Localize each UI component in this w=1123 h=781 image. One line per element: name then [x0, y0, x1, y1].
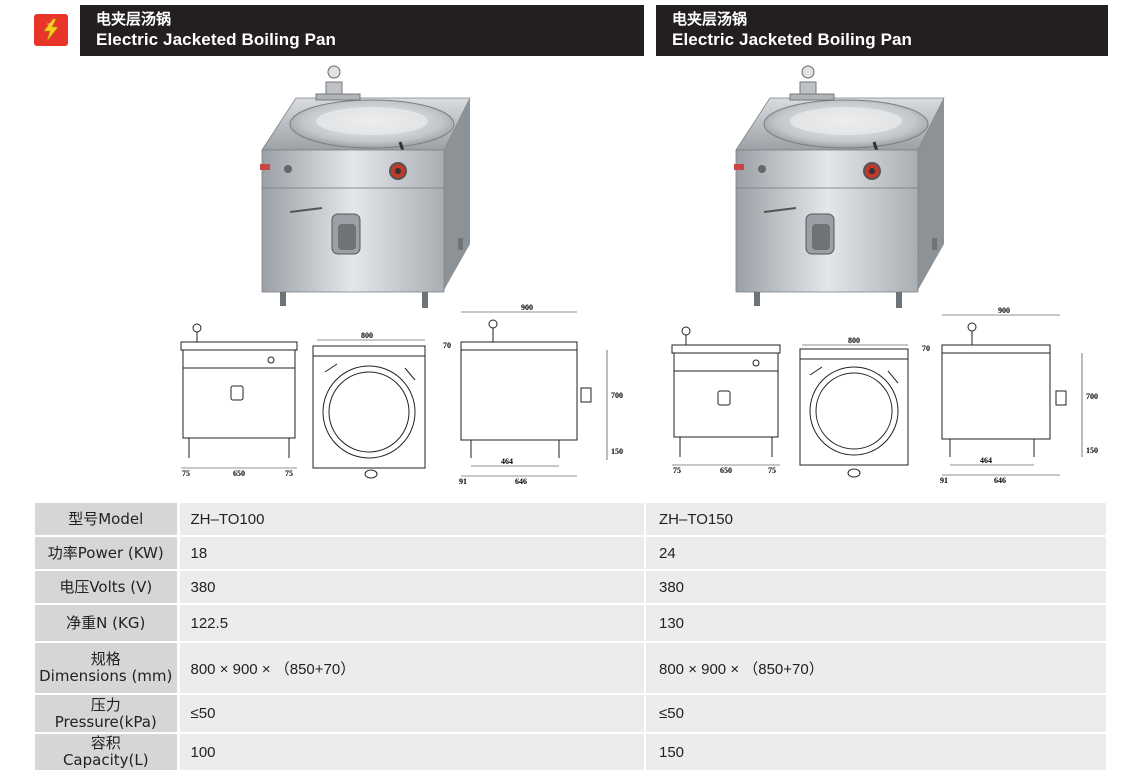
- dim-front-mid: 650: [720, 466, 732, 475]
- top-view: [312, 339, 426, 479]
- product-title-zh: 电夹层汤锅: [672, 10, 748, 28]
- brand-logo: [34, 14, 68, 46]
- dim-side-width: 900: [521, 303, 533, 312]
- product-title-en: Electric Jacketed Boiling Pan: [96, 30, 337, 49]
- dim-side-offset: 91: [940, 476, 948, 485]
- spec-value-pressure-1: ≤50: [178, 694, 646, 734]
- spec-label: 型号Model: [35, 503, 180, 537]
- spec-value-model-2: ZH–TO150: [645, 503, 1108, 537]
- spec-value-volts-2: 380: [645, 570, 1108, 605]
- spec-value-pressure-2: ≤50: [645, 694, 1108, 734]
- dim-side-inner: 464: [501, 457, 513, 466]
- product-image-right: [734, 65, 945, 308]
- spec-row-pressure: 压力 Pressure(kPa) ≤50 ≤50: [35, 694, 1108, 734]
- dim-front-right: 75: [768, 466, 776, 475]
- product-image-left: [260, 65, 471, 308]
- dim-side-height: 700: [611, 391, 623, 400]
- spec-value-volts-1: 380: [178, 570, 646, 605]
- side-view: [941, 314, 1083, 476]
- spec-value-weight-2: 130: [645, 604, 1108, 643]
- dim-top-width: 800: [361, 331, 373, 340]
- dim-side-leg: 150: [1086, 446, 1098, 455]
- spec-value-dimensions-1: 800 × 900 × （850+70）: [178, 642, 646, 695]
- front-view: [180, 323, 298, 469]
- product-title-bar-right: 电夹层汤锅 Electric Jacketed Boiling Pan: [656, 5, 1108, 56]
- dim-side-width: 900: [998, 306, 1010, 315]
- spec-label-zh: 压力: [90, 695, 121, 714]
- dim-side-height: 700: [1086, 392, 1098, 401]
- dim-front-left: 75: [182, 469, 190, 478]
- spec-label: 规格 Dimensions (mm): [35, 642, 180, 695]
- spec-table: 型号Model ZH–TO100 ZH–TO150 功率Power (KW) 1…: [35, 503, 1108, 772]
- dim-front-left: 75: [673, 466, 681, 475]
- spec-row-dimensions: 规格 Dimensions (mm) 800 × 900 × （850+70） …: [35, 642, 1108, 695]
- spec-row-power: 功率Power (KW) 18 24: [35, 536, 1108, 571]
- dim-front-right: 75: [285, 469, 293, 478]
- spec-label-en: Capacity(L): [62, 751, 149, 769]
- spec-row-volts: 电压Volts (V) 380 380: [35, 570, 1108, 605]
- dim-side-lid: 70: [922, 344, 930, 353]
- spec-value-capacity-2: 150: [645, 733, 1108, 772]
- spec-label: 压力 Pressure(kPa): [35, 694, 180, 734]
- product-title-en: Electric Jacketed Boiling Pan: [672, 30, 913, 49]
- spec-value-capacity-1: 100: [178, 733, 646, 772]
- dim-front-mid: 650: [233, 469, 245, 478]
- spec-value-power-1: 18: [178, 536, 646, 571]
- dim-side-offset: 91: [459, 477, 467, 486]
- dim-side-inner: 464: [980, 456, 992, 465]
- spec-label: 功率Power (KW): [35, 536, 180, 571]
- spec-value-power-2: 24: [645, 536, 1108, 571]
- spec-label-en: Dimensions (mm): [39, 667, 173, 685]
- technical-drawings-right: 75 650 75 800 900 70 700 150 464 91 646: [671, 306, 1098, 485]
- dim-side-depth: 646: [515, 477, 527, 486]
- top-view: [799, 344, 909, 478]
- spec-label-zh: 规格: [90, 650, 121, 668]
- dim-side-lid: 70: [443, 341, 451, 350]
- spec-value-weight-1: 122.5: [178, 604, 646, 643]
- spec-value-model-1: ZH–TO100: [178, 503, 646, 537]
- spec-row-model: 型号Model ZH–TO100 ZH–TO150: [35, 503, 1108, 537]
- technical-drawings-left: 75 650 75 800 900 70 700 150 464 91 646: [180, 303, 623, 486]
- spec-label-zh: 容积: [90, 734, 121, 752]
- dim-top-width: 800: [848, 336, 860, 345]
- spec-row-capacity: 容积 Capacity(L) 100 150: [35, 733, 1108, 772]
- dim-side-leg: 150: [611, 447, 623, 456]
- spec-value-dimensions-2: 800 × 900 × （850+70）: [645, 642, 1108, 695]
- spec-label: 电压Volts (V): [35, 570, 180, 605]
- spec-label: 容积 Capacity(L): [35, 733, 180, 772]
- side-view: [460, 311, 608, 477]
- spec-label: 净重N (KG): [35, 604, 180, 643]
- dim-side-depth: 646: [994, 476, 1006, 485]
- front-view: [671, 326, 781, 466]
- product-title-bar-left: 电夹层汤锅 Electric Jacketed Boiling Pan: [80, 5, 644, 56]
- spec-label-en: Pressure(kPa): [54, 712, 157, 731]
- lightning-icon: [43, 18, 59, 42]
- spec-row-weight: 净重N (KG) 122.5 130: [35, 604, 1108, 643]
- product-title-zh: 电夹层汤锅: [96, 10, 172, 28]
